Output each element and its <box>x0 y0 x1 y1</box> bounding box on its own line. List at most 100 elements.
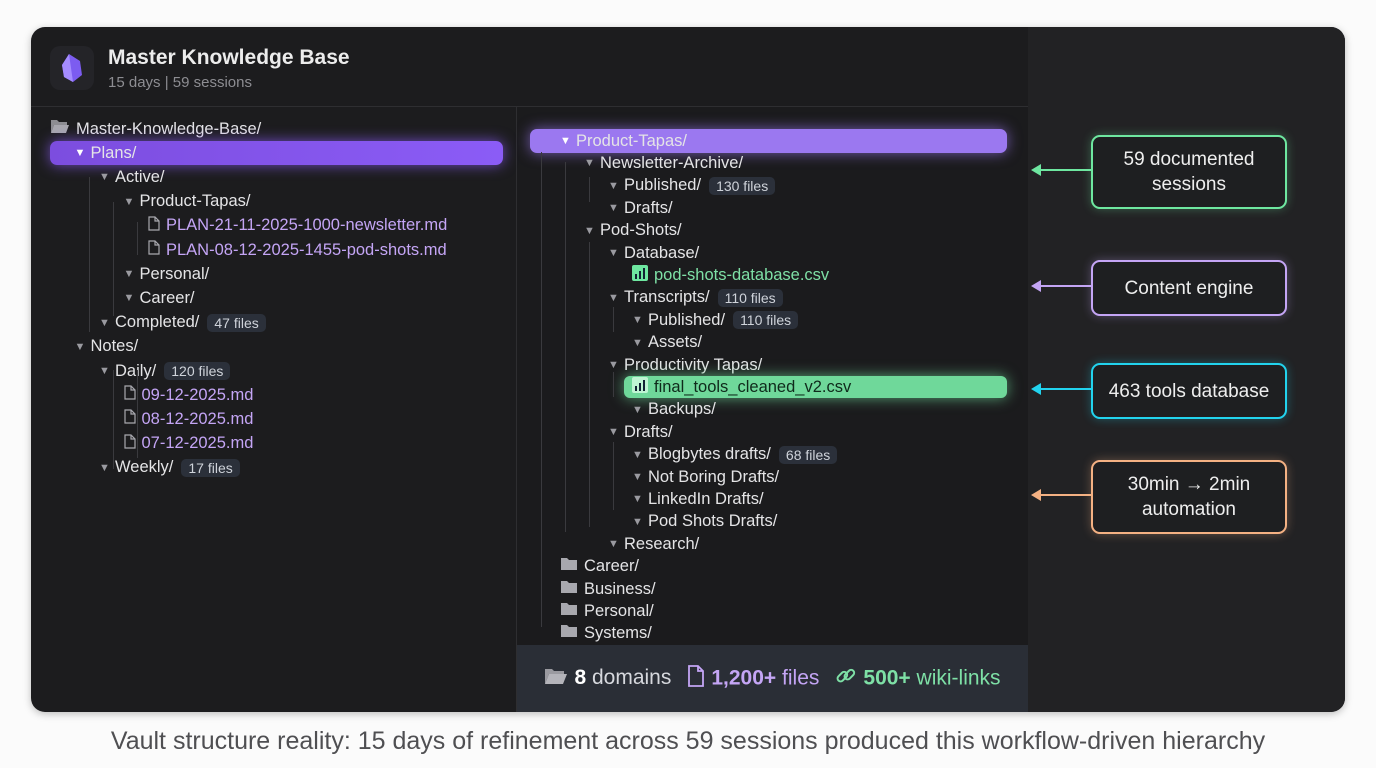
folder-item[interactable]: ▼ Plans/ <box>75 142 137 164</box>
selected-row-highlight <box>530 129 1007 153</box>
item-label: Weekly/ <box>115 458 174 477</box>
folder-item[interactable]: ▼ Database/ <box>608 242 699 264</box>
chevron-down-icon: ▼ <box>608 359 619 371</box>
folder-item[interactable]: Career/ <box>560 556 639 578</box>
folder-item[interactable]: ▼Weekly/17 files <box>99 457 240 479</box>
folder-item[interactable]: Master-Knowledge-Base/ <box>50 118 261 140</box>
item-label: 09-12-2025.md <box>141 385 254 404</box>
folder-item[interactable]: ▼Notes/ <box>75 336 139 358</box>
file-count-badge: 47 files <box>207 313 266 332</box>
file-item[interactable]: 08-12-2025.md <box>123 408 253 430</box>
file-item[interactable]: 09-12-2025.md <box>123 384 254 406</box>
item-label: Published/ <box>648 310 726 329</box>
chevron-down-icon: ▼ <box>632 314 643 327</box>
item-label: Pod-Shots/ <box>600 221 682 240</box>
folder-item[interactable]: ▼Not Boring Drafts/ <box>632 466 779 488</box>
item-label: LinkedIn Drafts/ <box>648 489 764 508</box>
item-label: Product-Tapas/ <box>576 131 687 150</box>
folder-item[interactable]: ▼Personal/ <box>124 263 210 285</box>
chevron-down-icon: ▼ <box>632 493 643 506</box>
item-label: Published/ <box>624 176 702 195</box>
item-label: Systems/ <box>584 624 652 643</box>
callout-text: Content engine <box>1124 277 1254 299</box>
file-item[interactable]: 07-12-2025.md <box>123 433 254 455</box>
folder-item[interactable]: ▼Blogbytes drafts/68 files <box>632 444 838 466</box>
item-label: Plans/ <box>90 143 137 162</box>
file-icon <box>123 385 136 405</box>
item-label: Not Boring Drafts/ <box>648 467 780 486</box>
folder-item[interactable]: ▼ LinkedIn Drafts/ <box>632 488 764 510</box>
item-label: final_tools_cleaned_v2.csv <box>654 377 852 396</box>
folder-item[interactable]: ▼Product-Tapas/ <box>124 191 251 213</box>
folder-item[interactable]: ▼ Pod-Shots/ <box>584 220 682 242</box>
chevron-down-icon: ▼ <box>584 157 595 170</box>
item-label: Career/ <box>584 557 640 576</box>
item-label: Master-Knowledge-Base/ <box>76 119 262 138</box>
folder-icon <box>560 580 578 599</box>
item-label: PLAN-21-11-2025-1000-newsletter.md <box>166 216 448 235</box>
panel-divider <box>516 107 517 712</box>
file-icon <box>687 664 705 693</box>
item-label: pod-shots-database.csv <box>654 265 830 284</box>
folder-item[interactable]: ▼Transcripts/110 files <box>608 287 783 309</box>
callout-box: Content engine <box>1091 260 1287 316</box>
folder-item[interactable]: ▼Published/130 files <box>608 175 776 197</box>
tree-guide-line <box>137 222 138 255</box>
vault-title: Master Knowledge Base <box>108 46 350 69</box>
tree-guide-line <box>613 442 614 510</box>
spreadsheet-icon <box>632 376 648 398</box>
file-item[interactable]: PLAN-21-11-2025-1000-newsletter.md <box>148 215 447 237</box>
callout-text: 59 documented sessions <box>1123 149 1255 195</box>
window-header: Master Knowledge Base 15 days | 59 sessi… <box>31 27 1028 107</box>
chevron-down-icon: ▼ <box>99 365 110 377</box>
file-count-badge: 110 files <box>717 288 783 307</box>
item-label: Database/ <box>624 243 700 262</box>
chevron-down-icon: ▼ <box>632 515 643 528</box>
file-count-badge: 17 files <box>181 458 240 477</box>
chevron-down-icon: ▼ <box>608 247 619 259</box>
selected-row-highlight <box>50 141 503 166</box>
arrow-left-icon <box>1031 280 1091 292</box>
chevron-down-icon: ▼ <box>632 403 643 416</box>
item-label: 07-12-2025.md <box>141 434 254 453</box>
folder-item[interactable]: ▼Assets/ <box>632 332 702 354</box>
item-label: Career/ <box>139 288 195 307</box>
folder-item[interactable]: ▼Active/ <box>99 166 165 188</box>
chevron-down-icon: ▼ <box>608 179 619 192</box>
chevron-down-icon: ▼ <box>74 147 86 160</box>
folder-item[interactable]: ▼Backups/ <box>632 399 716 421</box>
arrow-left-icon <box>1031 383 1091 395</box>
files-stat: 1,200+ files <box>687 664 819 693</box>
folder-item[interactable]: Systems/ <box>560 623 652 645</box>
folder-item[interactable]: ▼Product-Tapas/ <box>560 130 687 152</box>
file-count-badge: 68 files <box>778 445 838 464</box>
folder-item[interactable]: ▼Productivity Tapas/ <box>608 354 762 376</box>
file-item[interactable]: pod-shots-database.csv <box>632 264 829 286</box>
folder-item[interactable]: ▼Daily/120 files <box>99 360 231 382</box>
callout-text: 30min → 2min automation <box>1127 474 1251 520</box>
item-label: Completed/ <box>115 313 200 332</box>
tree-guide-line <box>613 372 614 397</box>
chevron-down-icon: ▼ <box>608 202 619 215</box>
folder-item[interactable]: ▼Career/ <box>124 287 195 309</box>
folder-item[interactable]: ▼Drafts/ <box>608 421 673 443</box>
folder-item[interactable]: ▼Drafts/ <box>608 197 673 219</box>
folder-open-icon <box>50 119 70 139</box>
folder-item[interactable]: Business/ <box>560 578 656 600</box>
folder-item[interactable]: ▼ Published/110 files <box>632 309 799 331</box>
tree-guide-line <box>113 370 114 469</box>
chevron-down-icon: ▼ <box>99 171 110 184</box>
folder-item[interactable]: ▼Pod Shots Drafts/ <box>632 511 777 533</box>
folder-item[interactable]: ▼Completed/47 files <box>99 312 266 334</box>
folder-item[interactable]: ▼Research/ <box>608 533 699 555</box>
tree-guide-line <box>613 307 614 332</box>
folder-item[interactable]: Personal/ <box>560 600 654 622</box>
item-label: Daily/ <box>115 361 157 380</box>
chevron-down-icon: ▼ <box>584 224 595 237</box>
tree-guide-line <box>113 202 114 316</box>
item-label: Product-Tapas/ <box>139 192 251 211</box>
folder-item[interactable]: ▼Newsletter-Archive/ <box>584 152 743 174</box>
file-item[interactable]: PLAN-08-12-2025-1455-pod-shots.md <box>148 239 447 261</box>
file-count-badge: 110 files <box>733 311 799 330</box>
file-item[interactable]: final_tools_cleaned_v2.csv <box>632 376 851 398</box>
